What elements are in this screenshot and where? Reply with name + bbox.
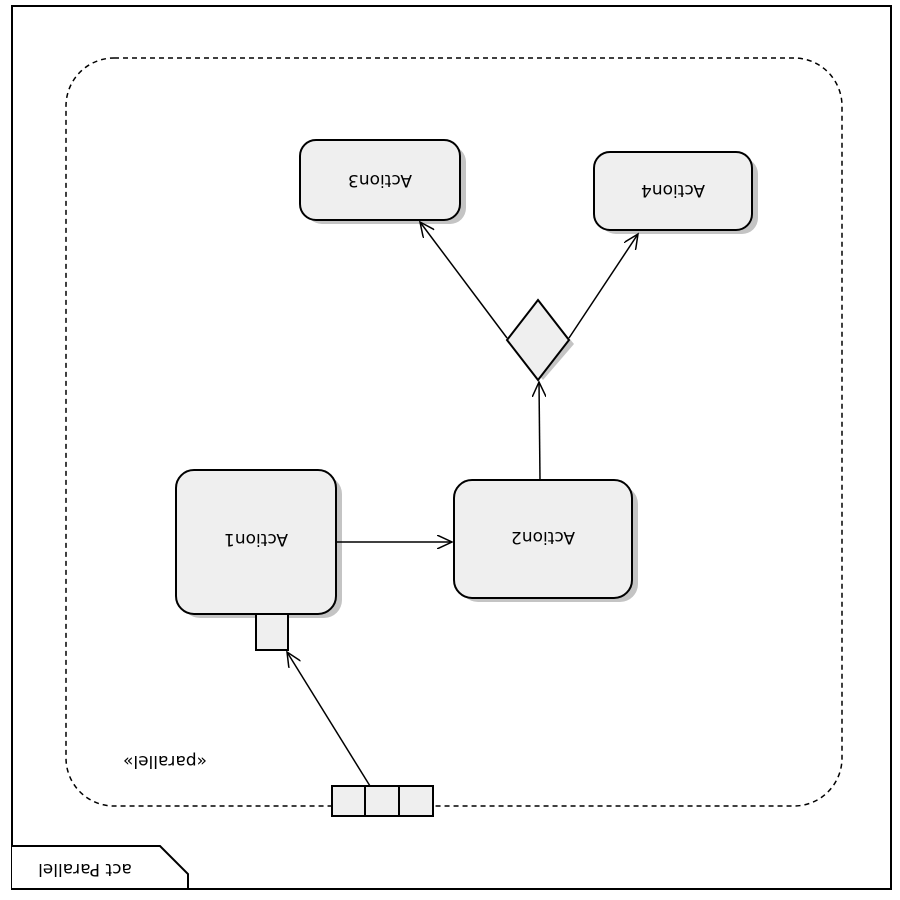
region-stereotype: «parallel» (123, 751, 207, 771)
action1-input-pin[interactable] (255, 613, 289, 651)
edge-action2-to-decision (539, 382, 540, 481)
expansion-node[interactable] (331, 785, 434, 817)
action3-node[interactable]: Action3 (299, 139, 466, 224)
expansion-region (65, 57, 843, 807)
action4-label: Action4 (641, 180, 705, 200)
action2-node[interactable]: Action2 (453, 479, 638, 602)
frame-name-tab (12, 845, 189, 890)
frame-name-label: act Parallel (38, 859, 132, 879)
action4-node[interactable]: Action4 (593, 151, 758, 234)
action3-label: Action3 (348, 170, 412, 190)
action2-label: Action2 (511, 527, 575, 547)
edge-expansion-to-pin (287, 652, 371, 787)
edge-decision-to-action4 (568, 234, 638, 339)
action1-label: Action1 (224, 529, 288, 549)
action1-node[interactable]: Action1 (175, 469, 342, 618)
edge-decision-to-action3 (420, 222, 508, 339)
decision-node[interactable] (505, 298, 574, 382)
